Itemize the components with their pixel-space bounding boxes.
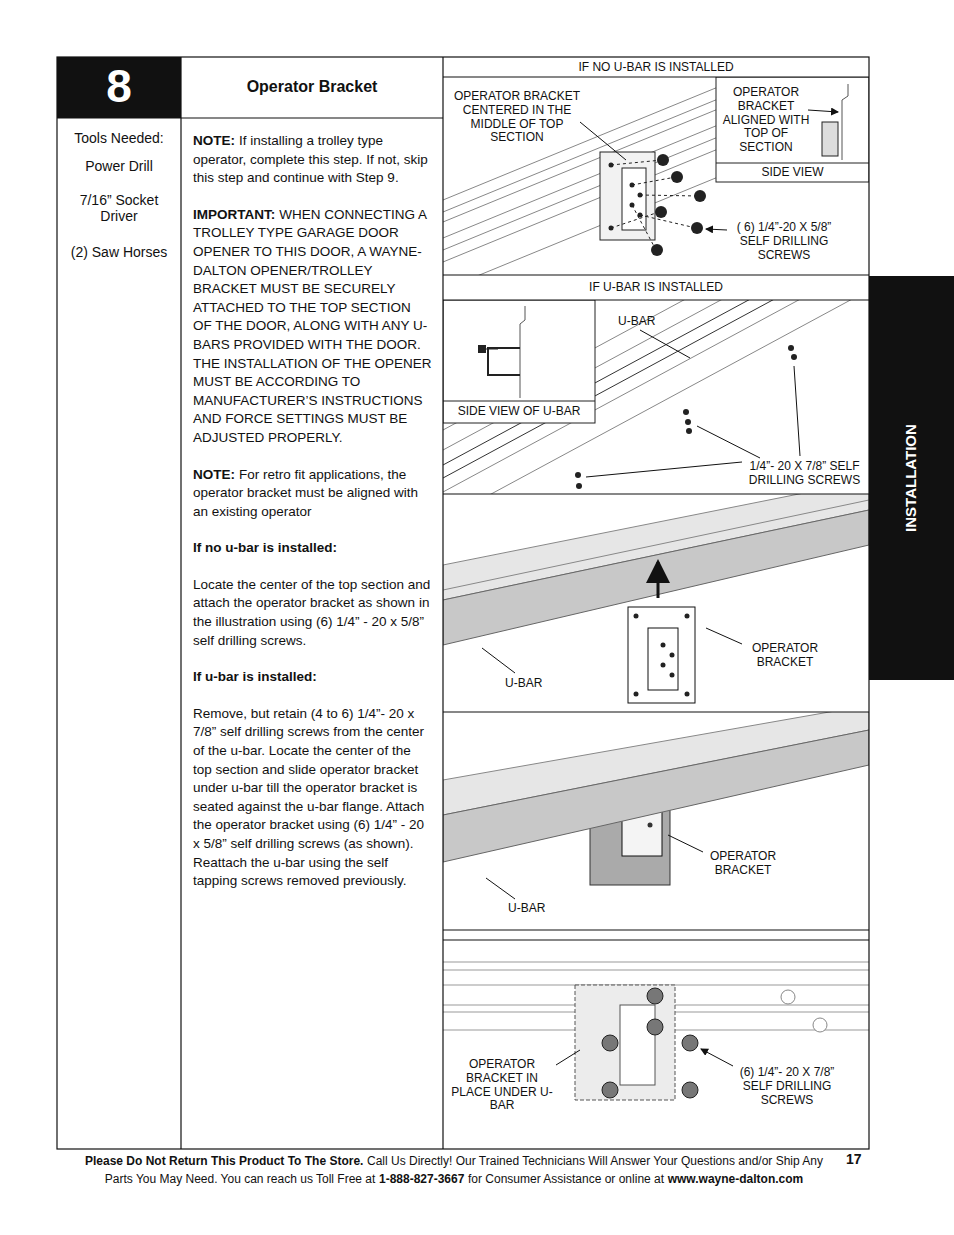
panel-no-ubar: IF NO U-BAR IS INSTALLED OPERATOR BRACKET… [443,57,869,275]
footer-text: www.wayne-dalton.com [668,1172,804,1186]
ubar-side-view-inset: SIDE VIEW OF U-BAR [443,300,595,423]
callout-label: OPERATOR BRACKET [704,850,782,878]
callout-label: OPERATOR BRACKET IN PLACE UNDER U-BAR [445,1058,559,1113]
paragraph: If u-bar is installed: [193,668,433,687]
callout-label: U-BAR [508,902,558,916]
panel-bracket-screws: OPERATOR BRACKET IN PLACE UNDER U-BAR (6)… [443,930,869,1149]
paragraph: Remove, but retain (4 to 6) 1/4”- 20 x 7… [193,705,433,891]
callout-label: (6) 1/4”- 20 X 7/8” SELF DRILLING SCREWS [734,1066,840,1107]
callout-label: 7/16” Socket Driver [65,192,173,224]
callout-label: OPERATOR BRACKET [744,642,826,670]
callout-label: IF U-BAR IS INSTALLED [443,281,869,295]
paragraph: IMPORTANT:WHEN CONNECTING A TROLLEY TYPE… [193,206,433,448]
section-tab: INSTALLATION [869,276,954,680]
bold-lead: NOTE: [193,467,235,482]
bold-lead: NOTE: [193,133,235,148]
panel-slide-bracket: U-BAR OPERATOR BRACKET [443,494,869,712]
step-title: Operator Bracket [181,78,443,96]
callout-label: SIDE VIEW OF U-BAR [443,405,595,419]
step-number-text: 8 [57,60,181,113]
paragraph: NOTE:If installing a trolley type operat… [193,132,433,188]
panel-bracket-seated: OPERATOR BRACKET U-BAR [443,712,869,930]
footer-text: Please Do Not Return This Product To The… [85,1154,363,1168]
body-text: WHEN CONNECTING A TROLLEY TYPE GARAGE DO… [193,207,432,445]
footer: Please Do Not Return This Product To The… [70,1152,838,1188]
callout-label: IF NO U-BAR IS INSTALLED [443,61,869,75]
paragraph: If no u-bar is installed: [193,539,433,558]
page-number: 17 [846,1151,862,1167]
callout-label: ( 6) 1/4”-20 X 5/8” SELF DRILLING SCREWS [728,221,840,262]
callout-label: U-BAR [618,315,668,329]
paragraph: Locate the center of the top section and… [193,576,433,650]
step-number: 8 [57,57,181,118]
bold-lead: If no u-bar is installed: [193,540,337,555]
side-view-inset: OPERATOR BRACKET ALIGNED WITH TOP OF SEC… [716,77,869,182]
callout-label: OPERATOR BRACKET ALIGNED WITH TOP OF SEC… [718,86,814,155]
callout-label: U-BAR [505,677,555,691]
footer-text: 1-888-827-3667 [379,1172,464,1186]
tools-cell: Tools Needed: Power Drill 7/16” Socket Dri… [57,118,181,1149]
footer-text: for Consumer Assistance or online at [468,1172,664,1186]
instructions-cell: NOTE:If installing a trolley type operat… [181,118,443,1149]
instructions-text: NOTE:If installing a trolley type operat… [181,118,443,891]
bold-lead: IMPORTANT: [193,207,275,222]
panel-ubar: IF U-BAR IS INSTALLED U-BAR 1/4”- 20 X 7/8… [443,275,869,494]
tab-text: INSTALLATION [903,278,919,678]
body-text: Locate the center of the top section and… [193,577,430,648]
callout-label: OPERATOR BRACKET CENTERED IN THE MIDDLE … [446,90,588,145]
body-text: Remove, but retain (4 to 6) 1/4”- 20 x 7… [193,706,424,888]
callout-label: 1/4”- 20 X 7/8” SELF DRILLING SCREWS [742,460,867,488]
callout-label: Power Drill [60,158,178,174]
callout-label: (2) Saw Horses [60,244,178,260]
callout-label: Tools Needed: [60,130,178,146]
paragraph: NOTE:For retro fit applications, the ope… [193,466,433,522]
callout-label: SIDE VIEW [716,166,869,180]
bold-lead: If u-bar is installed: [193,669,317,684]
